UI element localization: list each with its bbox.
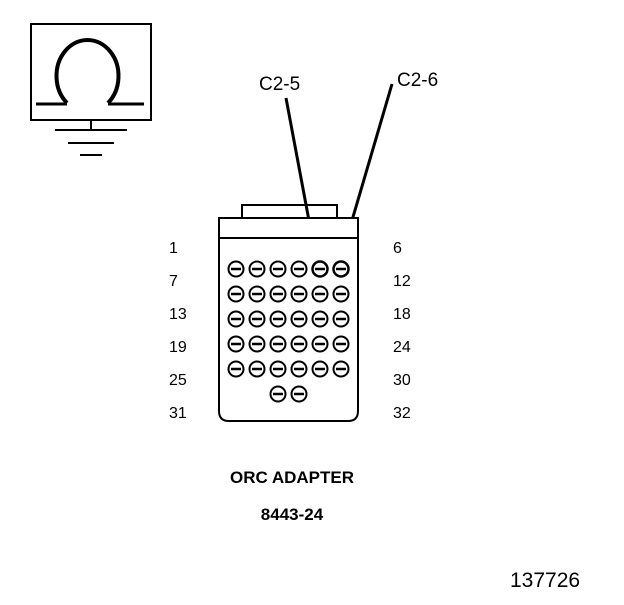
connector-pin-5 [311, 260, 329, 278]
connector-pin-27 [269, 360, 287, 378]
connector-pin-6 [332, 260, 350, 278]
connector-pin-1 [227, 260, 245, 278]
pin-label-right: 24 [393, 339, 411, 356]
connector-pin-4 [290, 260, 308, 278]
pin-label-right: 6 [393, 240, 402, 257]
connector-pin-29 [311, 360, 329, 378]
pin-label-left: 7 [169, 273, 178, 290]
connector-pin-15 [269, 310, 287, 328]
pin-grid [227, 260, 350, 403]
connector-pin-23 [311, 335, 329, 353]
pin-label-right: 18 [393, 306, 411, 323]
connector-pin-9 [269, 285, 287, 303]
left-pin-labels: 1 7 13 19 25 31 [169, 240, 187, 422]
connector-pin-16 [290, 310, 308, 328]
connector-latch [241, 204, 338, 218]
connector-pin-25 [227, 360, 245, 378]
adapter-part-number: 8443-24 [261, 505, 324, 524]
connector-pin-22 [290, 335, 308, 353]
connector-pin-8 [248, 285, 266, 303]
connector-pin-18 [332, 310, 350, 328]
connector-pin-20 [248, 335, 266, 353]
pin-label-left: 13 [169, 306, 187, 323]
connector-pin-10 [290, 285, 308, 303]
pin-label-right: 30 [393, 372, 411, 389]
connector-pin-2 [248, 260, 266, 278]
connector-pin-3 [269, 260, 287, 278]
connector-pin-12 [332, 285, 350, 303]
connector-pin-7 [227, 285, 245, 303]
pin-label-left: 31 [169, 405, 187, 422]
pin-label-left: 25 [169, 372, 187, 389]
connector-pin-19 [227, 335, 245, 353]
connector-pin-32 [290, 385, 308, 403]
connector-pin-17 [311, 310, 329, 328]
pin-label-left: 19 [169, 339, 187, 356]
connector-pin-11 [311, 285, 329, 303]
pin-label-left: 1 [169, 240, 178, 257]
omega-arc [54, 38, 121, 105]
connector-pin-24 [332, 335, 350, 353]
connector-pin-28 [290, 360, 308, 378]
connector-pin-31 [269, 385, 287, 403]
connector-pin-21 [269, 335, 287, 353]
connector-pin-30 [332, 360, 350, 378]
figure-number: 137726 [510, 569, 580, 592]
pin-label-right: 32 [393, 405, 411, 422]
adapter-title: ORC ADAPTER [230, 468, 354, 487]
connector-pin-26 [248, 360, 266, 378]
connector-pin-13 [227, 310, 245, 328]
callout-label-c2-6: C2-6 [397, 70, 438, 91]
connector-pin-14 [248, 310, 266, 328]
ohmmeter-ground-symbol [30, 23, 152, 156]
pin-label-right: 12 [393, 273, 411, 290]
orc-adapter-connector [218, 204, 359, 422]
right-pin-labels: 6 12 18 24 30 32 [393, 240, 411, 422]
callout-label-c2-5: C2-5 [259, 74, 300, 95]
